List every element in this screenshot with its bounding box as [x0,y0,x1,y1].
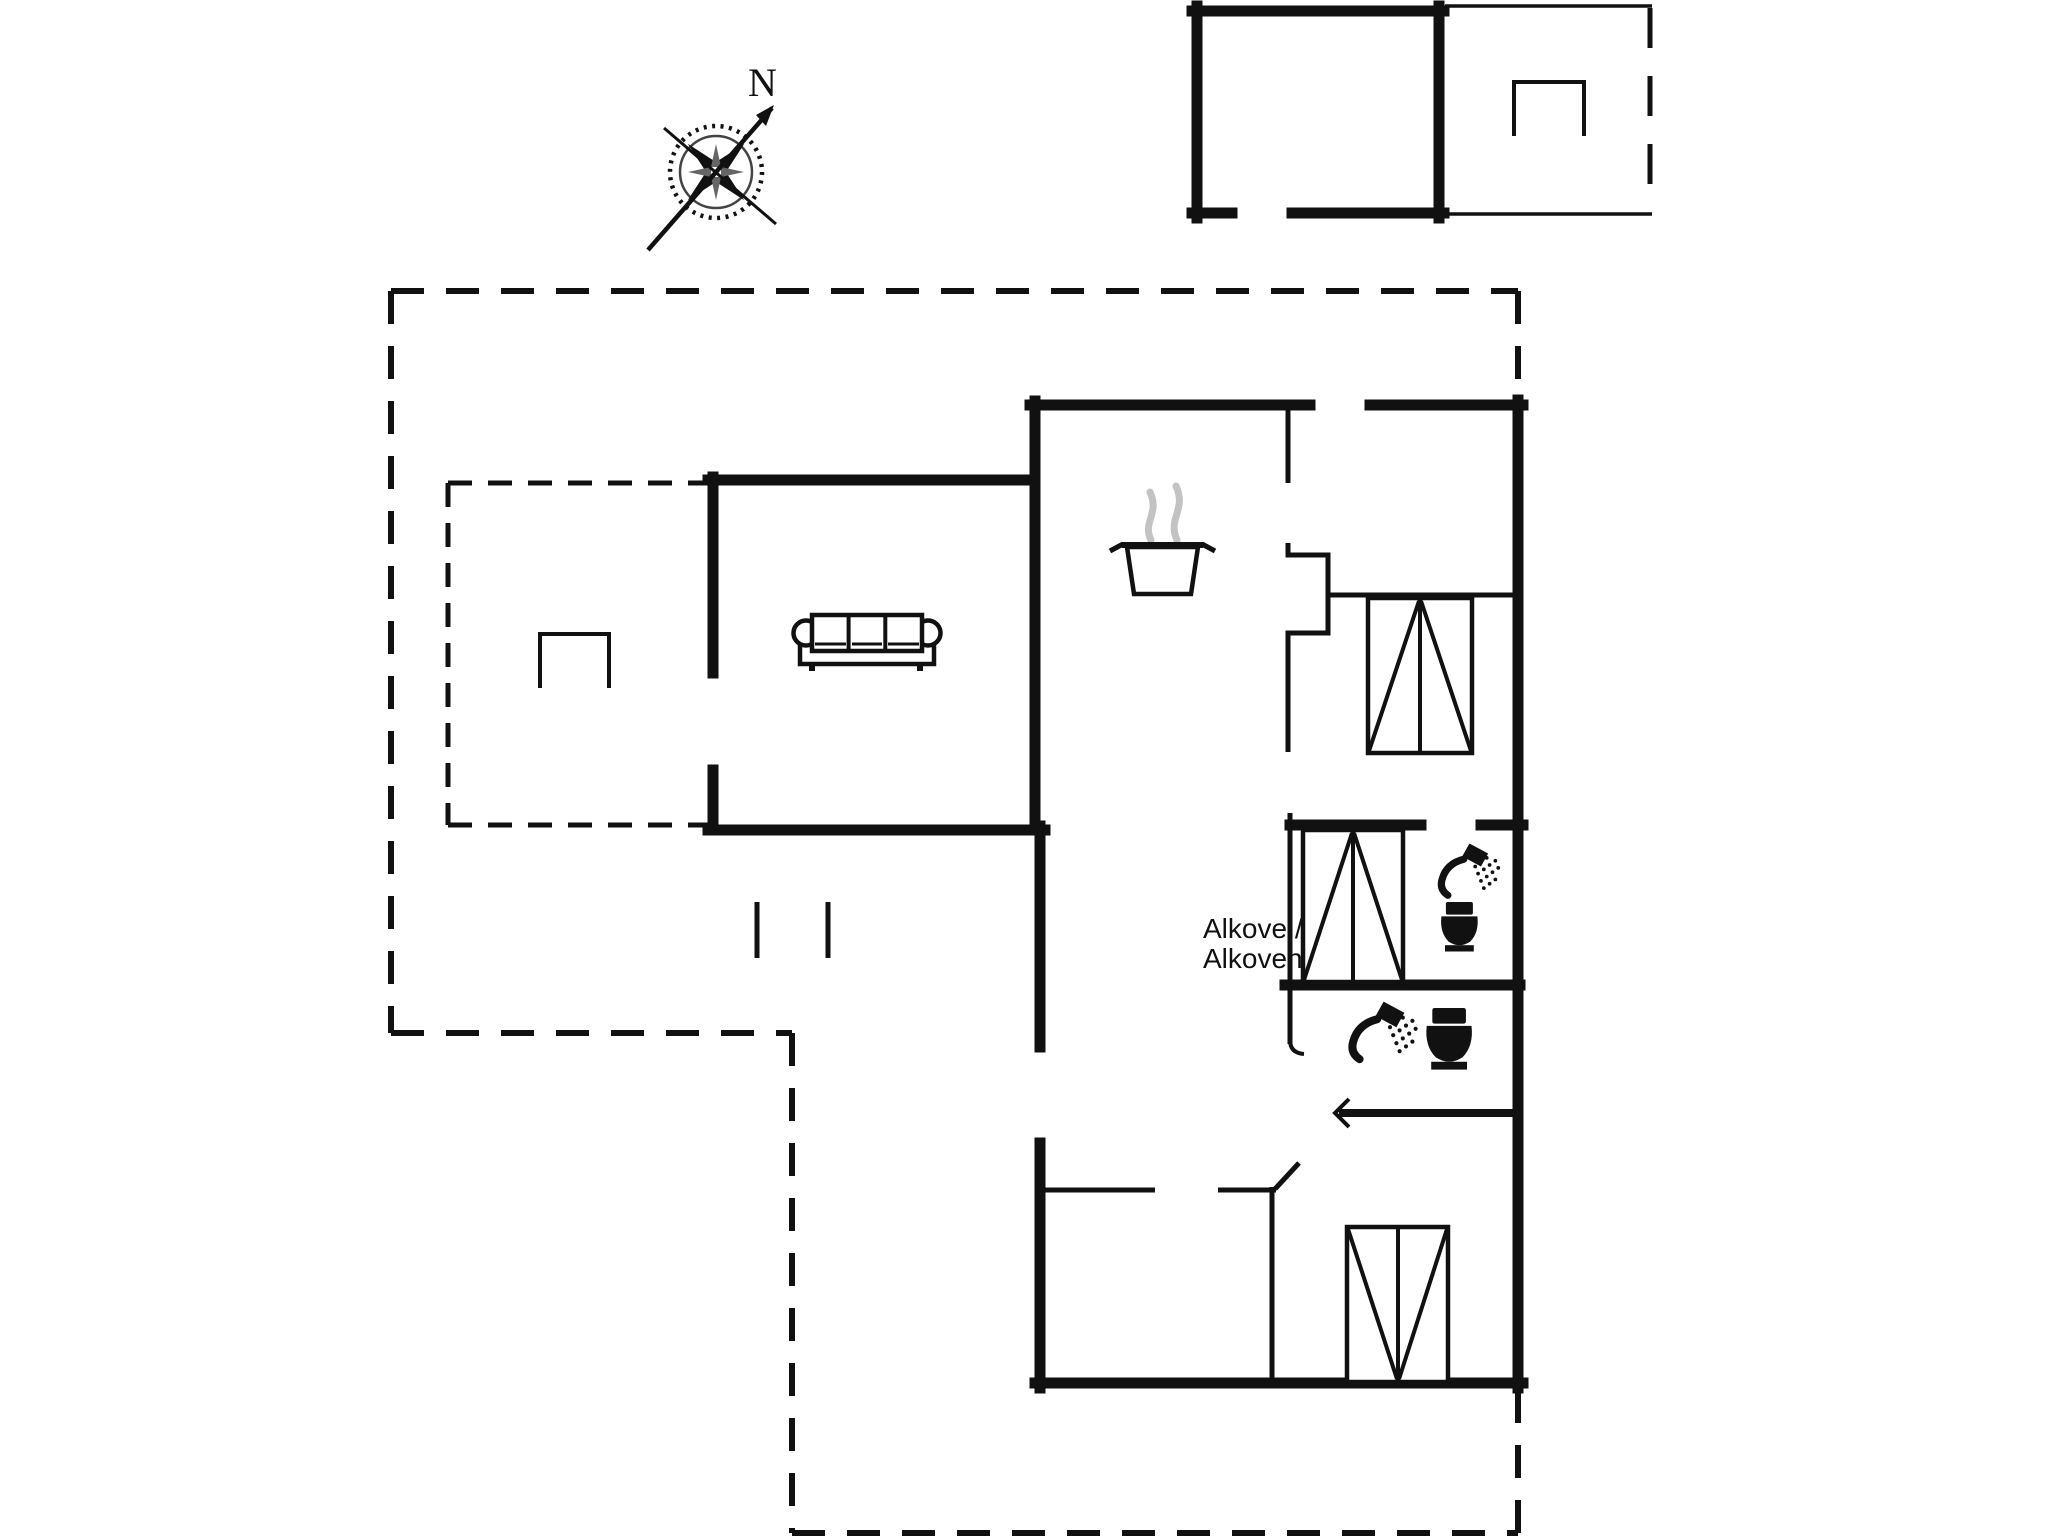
main-building-walls [702,394,1529,1394]
steam-icon [1144,488,1157,544]
north-label: N [748,60,777,105]
shower-icon-1 [1441,843,1500,895]
wardrobe-icon-bedroom3 [1344,1224,1451,1385]
alcove-label-line1: Alkove / [1203,913,1303,944]
covered-terrace [445,480,831,958]
bench-icon-terrace [538,632,611,688]
wall-niche [1285,543,1331,752]
bathroom1-icons [1441,843,1500,952]
interior-walls [1045,405,1518,1383]
wardrobe-icon-bedroom2 [1365,595,1475,756]
door-swing-icon [1273,1161,1301,1191]
shower-icon-2 [1352,1002,1417,1060]
toilet-icon-1 [1441,902,1478,952]
steaming-pot-icon [1108,482,1217,597]
door-hook-bath2 [1288,1039,1305,1056]
compass-rose-icon [646,105,777,252]
alcove-label-line2: Alkoven [1203,943,1303,974]
garage-annex [1445,4,1653,216]
door-chevron-icon [1332,1097,1351,1129]
bench-icon-annex [1512,80,1586,136]
sofa-icon [791,612,943,671]
alcove-bed-icon [1300,827,1406,985]
garage [1186,0,1450,224]
bathroom2-icons [1352,1002,1472,1070]
door-symbols [1273,1097,1351,1191]
terrace-boundary [388,288,1521,1536]
steam-icon [1170,482,1183,544]
toilet-icon-2 [1426,1008,1472,1070]
